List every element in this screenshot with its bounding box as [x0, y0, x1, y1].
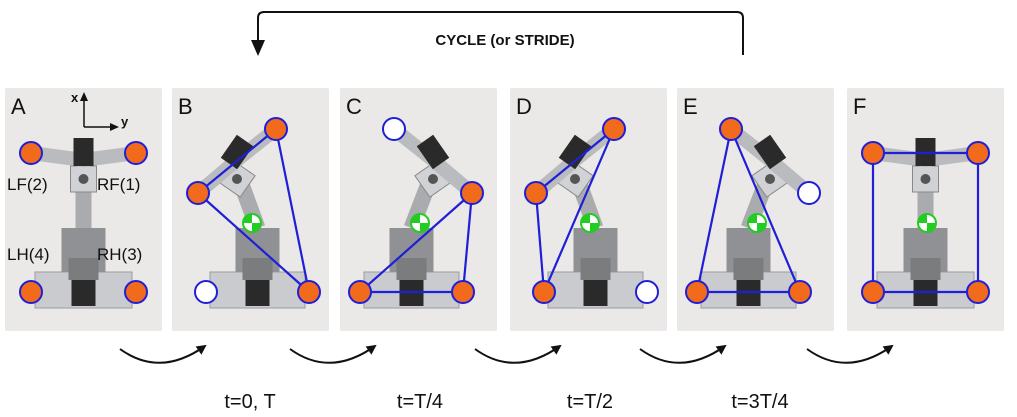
time-labels: t=0, T t=T/4 t=T/2 t=3T/4	[224, 391, 788, 413]
foot-lf-stance	[719, 117, 743, 141]
foot-lf-stance	[524, 181, 548, 205]
transition-arrow-2	[289, 344, 377, 364]
foot-lh-stance	[532, 280, 556, 304]
center-of-mass-marker	[747, 213, 767, 233]
foot-rf-stance	[460, 181, 484, 205]
foot-rf-stance	[966, 141, 990, 165]
panel-letter: E	[683, 94, 698, 119]
x-axis-label: x	[71, 90, 79, 105]
foot-lh-stance	[685, 280, 709, 304]
panel-b: B	[172, 88, 329, 331]
panel-f: F	[847, 88, 1004, 331]
foot-lh-stance	[19, 280, 43, 304]
panel-e: E	[677, 88, 834, 331]
y-axis-label: y	[121, 114, 129, 129]
foot-rf-stance	[124, 141, 148, 165]
foot-rh-stance	[788, 280, 812, 304]
transition-arrow-3	[474, 344, 562, 364]
support-polygon	[358, 191, 474, 294]
foot-rh-stance	[297, 280, 321, 304]
leg-label-lf: LF(2)	[7, 175, 48, 194]
cycle-arrow	[251, 11, 744, 56]
center-of-mass-marker	[917, 213, 937, 233]
time-label-c: t=T/4	[397, 391, 443, 413]
transition-arrow-4	[639, 344, 727, 364]
center-of-mass-marker	[242, 213, 262, 233]
axis-indicator: xy	[71, 90, 129, 131]
foot-lf-stance	[186, 181, 210, 205]
foot-lh-stance	[861, 280, 885, 304]
time-label-e: t=3T/4	[731, 391, 788, 413]
foot-lh-swing	[194, 280, 218, 304]
center-of-mass-marker	[410, 213, 430, 233]
robot-body	[872, 138, 979, 309]
panel-letter: A	[11, 94, 26, 119]
foot-rh-swing	[635, 280, 659, 304]
leg-label-rh: RH(3)	[97, 245, 142, 264]
foot-lf-stance	[861, 141, 885, 165]
foot-rh-stance	[966, 280, 990, 304]
support-polygon	[196, 127, 311, 294]
foot-rf-stance	[264, 117, 288, 141]
panel-c: C	[340, 88, 497, 331]
time-label-d: t=T/2	[567, 391, 613, 413]
panel-d: D	[510, 88, 667, 331]
center-of-mass-marker	[580, 213, 600, 233]
transition-arrows	[119, 344, 894, 364]
leg-label-rf: RF(1)	[97, 175, 140, 194]
support-polygon	[534, 127, 616, 294]
foot-rh-stance	[124, 280, 148, 304]
foot-lf-swing	[382, 117, 406, 141]
transition-arrow-5	[806, 344, 894, 364]
foot-rf-stance	[602, 117, 626, 141]
panel-letter: C	[346, 94, 362, 119]
foot-lf-stance	[19, 141, 43, 165]
foot-rh-stance	[451, 280, 475, 304]
transition-arrow-1	[119, 344, 207, 364]
foot-lh-stance	[348, 280, 372, 304]
leg-label-lh: LH(4)	[7, 245, 50, 264]
robot-body	[700, 123, 814, 309]
panel-letter: D	[516, 94, 532, 119]
panel-letter: B	[178, 94, 193, 119]
cycle-label: CYCLE (or STRIDE)	[435, 32, 574, 49]
support-polygon	[695, 127, 802, 294]
time-label-b: t=0, T	[224, 391, 275, 413]
foot-rf-swing	[797, 181, 821, 205]
panel-letter: F	[853, 94, 866, 119]
